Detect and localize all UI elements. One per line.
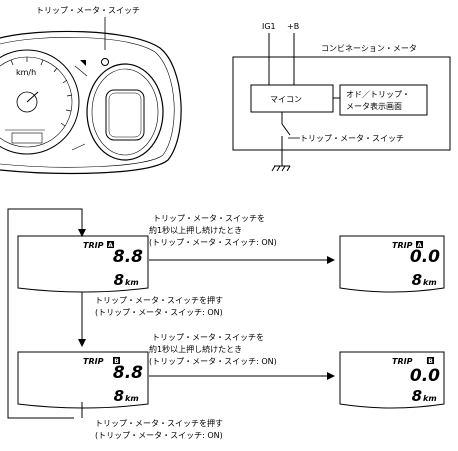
combination-meter-label: コンビネーション・メータ [321,44,417,53]
display-screen-line1: オド／トリップ・ [346,90,410,99]
instrument-cluster-illustration: トリップ・メータ・スイッチ km/h [0,6,182,175]
display-trip-b-before: TRIP B 8.8 8 km [17,351,149,409]
cluster-housing-inner [0,37,175,168]
trip-label: TRIP [83,357,104,366]
odo-value: 8 [114,271,124,289]
trip-badge-box [107,241,114,248]
trip-badge: B [114,358,119,365]
trip-value: 8.8 [113,247,143,267]
flow-diagram: トリップ・メータ・スイッチを 約1秒以上押し続けたとき (トリップ・メータ・スイ… [7,208,445,440]
odo-unit: km [423,394,437,403]
trip-value: 8.8 [113,363,143,383]
speed-unit-label: km/h [16,68,36,77]
display-trip-b-reset: TRIP B 0.0 8 km [339,351,445,409]
odo-unit: km [125,278,139,287]
display-trip-a-reset: TRIP A 0.0 8 km [339,235,445,293]
ground-icon [271,165,291,172]
block-diagram: IG1 +B コンビネーション・メータ マイコン オド／トリップ・ メータ表示画… [232,22,451,172]
odo-value: 8 [412,387,422,405]
microcomputer-label: マイコン [270,95,302,104]
odo-value: 8 [412,271,422,289]
trip-switch-knob [101,58,109,66]
trip-label: TRIP [83,241,104,250]
display-screen-box [339,84,428,116]
trip-badge-box [427,357,434,364]
press-text-1-line2: (トリップ・メータ・スイッチ: ON) [95,308,223,317]
odo-unit: km [125,394,139,403]
trip-badge: B [428,358,433,365]
odo-unit: km [423,278,437,287]
b-plus-label: +B [287,22,299,31]
hold-text-b-line2: 約1秒以上押し続けたとき [149,344,242,354]
trip-label: TRIP [392,357,413,366]
hold-text-a-line3: (トリップ・メータ・スイッチ: ON) [149,238,277,247]
display-screen-line2: メータ表示画面 [346,101,402,111]
hold-text-a-line1: トリップ・メータ・スイッチを [153,214,265,223]
trip-value: 0.0 [410,366,440,386]
trip-label: TRIP [392,241,413,250]
trip-badge: A [417,242,422,249]
odo-value: 8 [114,387,124,405]
loop-back-arrow [7,208,86,419]
press-text-2-line1: トリップ・メータ・スイッチを押す [95,418,223,428]
switch-label: トリップ・メータ・スイッチ [300,134,404,143]
trip-badge: A [108,242,113,249]
display-trip-a-before: TRIP A 8.8 8 km [17,235,149,293]
cluster-housing [0,30,182,175]
press-text-2-line2: (トリップ・メータ・スイッチ: ON) [95,431,223,440]
trip-badge-box [113,357,120,364]
combination-meter-box [232,56,451,151]
trip-value: 0.0 [410,247,440,267]
indicator-mark [80,60,86,66]
hold-text-b-line1: トリップ・メータ・スイッチを [152,333,264,342]
center-meter [86,63,164,161]
ig1-label: IG1 [262,22,276,31]
hold-text-b-line3: (トリップ・メータ・スイッチ: ON) [149,357,277,366]
speedometer-gauge: km/h [0,49,80,155]
cluster-switch-label: トリップ・メータ・スイッチ [36,6,140,15]
switch-contact [281,123,291,136]
trip-badge-box [416,241,423,248]
hold-text-a-line2: 約1秒以上押し続けたとき [149,225,242,235]
press-text-1-line1: トリップ・メータ・スイッチを押す [95,295,223,305]
